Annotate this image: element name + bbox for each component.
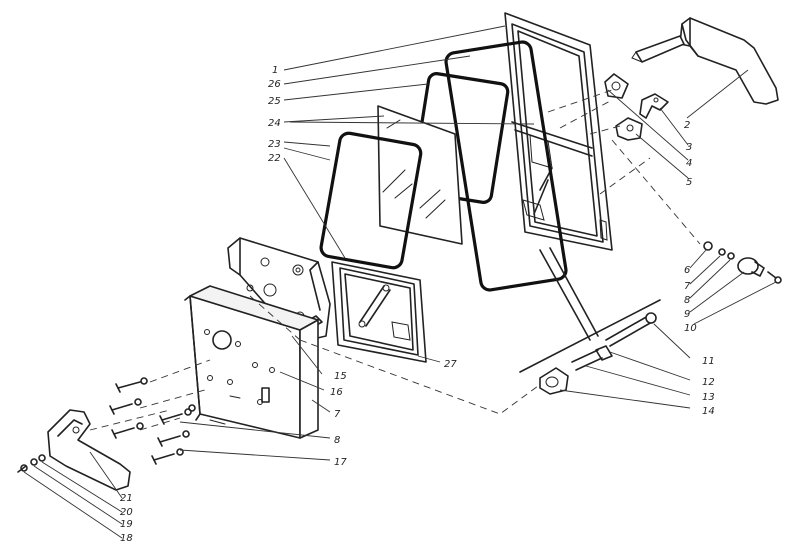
callout-7: 7 <box>334 409 341 420</box>
callout-12: 12 <box>702 377 715 388</box>
part-lock-lever <box>639 93 669 119</box>
callout-20: 20 <box>120 507 133 518</box>
callout-5: 5 <box>686 177 692 188</box>
callout-7-right: 7 <box>684 281 691 292</box>
alignment-lines <box>89 89 701 431</box>
callout-24: 24 <box>268 118 281 129</box>
part-screws-left <box>109 377 196 465</box>
part-glass-pane <box>377 105 463 245</box>
part-lock-cam <box>615 117 643 141</box>
callout-4: 4 <box>686 158 692 169</box>
callout-17: 17 <box>334 457 347 468</box>
part-outside-handle <box>631 17 779 105</box>
callout-13: 13 <box>702 392 715 403</box>
callout-23: 23 <box>268 139 281 150</box>
callout-14: 14 <box>702 406 715 417</box>
callout-21: 21 <box>120 493 133 504</box>
part-fastener-stack-lower <box>539 312 657 395</box>
part-seal-23 <box>319 131 423 270</box>
part-seal-26 <box>444 40 568 292</box>
callout-1: 1 <box>272 65 278 76</box>
callout-19: 19 <box>120 519 133 530</box>
callout-26: 26 <box>268 79 281 90</box>
callout-8: 8 <box>334 435 340 446</box>
callout-6: 6 <box>684 265 690 276</box>
callout-8-right: 8 <box>684 295 690 306</box>
part-inside-handle <box>17 409 131 491</box>
callout-11: 11 <box>702 356 715 367</box>
callout-3: 3 <box>686 142 692 153</box>
part-lock-plate <box>604 73 629 99</box>
callout-18: 18 <box>120 533 133 544</box>
leader-lines <box>23 25 777 539</box>
callout-labels: 1 26 25 24 23 22 2 3 4 5 6 7 8 9 10 11 1… <box>120 65 715 544</box>
callout-2: 2 <box>684 120 690 131</box>
callout-10: 10 <box>684 323 697 334</box>
callout-16: 16 <box>330 387 343 398</box>
part-window-frame <box>504 12 613 251</box>
callout-25: 25 <box>268 96 281 107</box>
callout-15: 15 <box>334 371 347 382</box>
callout-22: 22 <box>268 153 281 164</box>
part-inner-frame <box>331 261 427 363</box>
callout-27: 27 <box>444 359 457 370</box>
part-housing <box>184 285 319 439</box>
callout-9: 9 <box>684 309 690 320</box>
part-fastener-stack-right <box>703 241 782 284</box>
